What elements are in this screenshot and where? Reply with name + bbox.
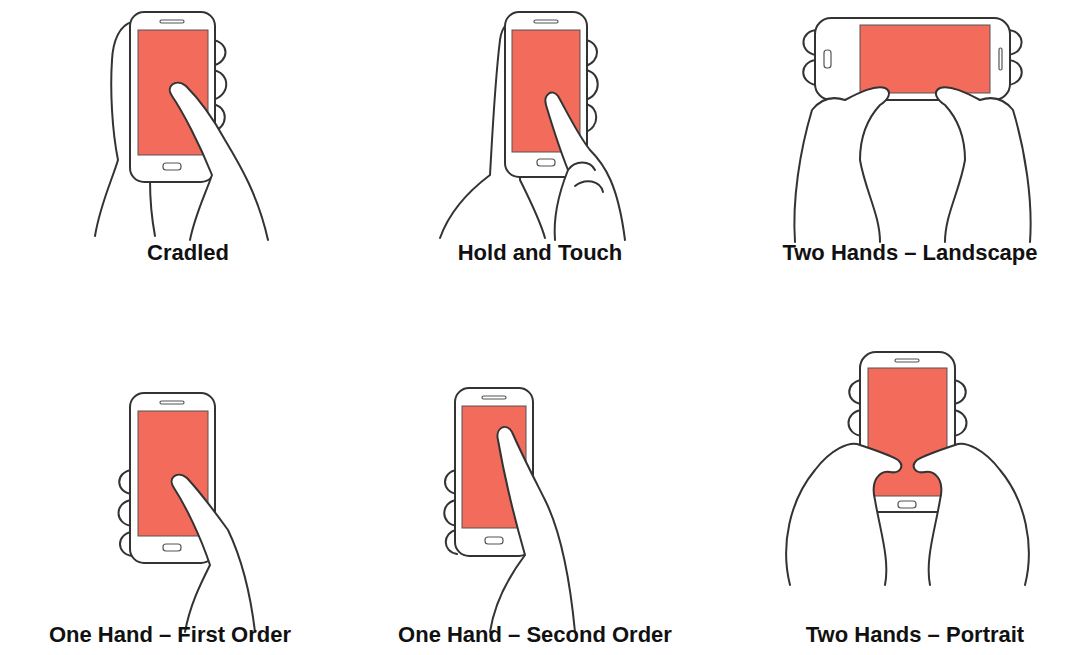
grip-label: Cradled (8, 240, 368, 266)
home-button (898, 501, 916, 508)
home-button (163, 544, 181, 551)
phone-speaker (895, 359, 919, 362)
pointing-hand (545, 93, 625, 240)
thumb-hand (914, 444, 1029, 585)
grip-label: Hold and Touch (360, 240, 720, 266)
grip-label: One Hand – First Order (0, 622, 350, 648)
thumb-hand (786, 444, 901, 585)
home-button (485, 537, 503, 544)
phone-speaker (999, 48, 1002, 70)
home-button (163, 163, 181, 170)
phone-speaker (160, 401, 184, 404)
phone-speaker (482, 396, 506, 399)
thumb-hand (794, 87, 889, 242)
home-button (824, 50, 831, 68)
curled-fingers (568, 163, 603, 193)
thumb-hand (936, 87, 1031, 242)
phone-screen (868, 368, 947, 496)
phone-speaker (160, 20, 184, 23)
thumb-hand (172, 475, 255, 632)
grip-label: One Hand – Second Order (355, 622, 715, 648)
phone-screen (860, 25, 990, 93)
thumb-hand (490, 427, 575, 632)
grip-label: Two Hands – Portrait (735, 622, 1090, 648)
grip-label: Two Hands – Landscape (730, 240, 1090, 266)
thumb-hand (170, 83, 268, 240)
phone-body (815, 18, 1010, 100)
phone-speaker (534, 20, 558, 23)
home-button (537, 159, 555, 166)
